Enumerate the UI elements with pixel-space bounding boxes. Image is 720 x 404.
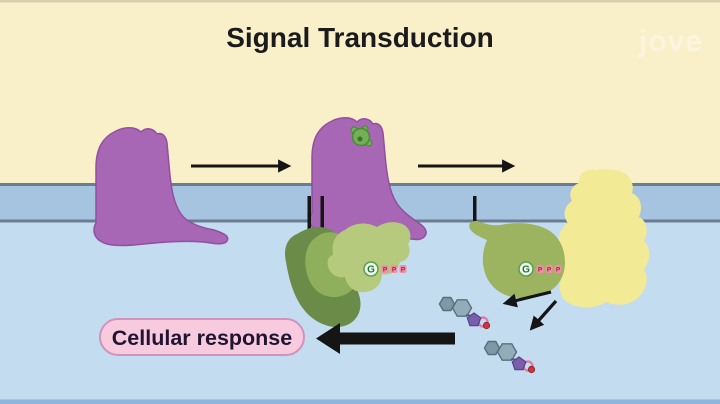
jove-logo: jove (638, 25, 703, 58)
cellular-response-label: Cellular response (112, 326, 292, 350)
frame-top-edge (0, 0, 720, 3)
receptor-inactive (93, 127, 229, 247)
signal-arrow-left (502, 290, 552, 308)
page-title: Signal Transduction (226, 22, 494, 53)
phosphate-chip-3 (399, 265, 407, 273)
g-alpha-activated (469, 220, 565, 299)
gtp-label-stage2: G P P P (363, 261, 407, 277)
phosphate-label-1: P (383, 267, 388, 274)
ligand-icon (350, 125, 373, 147)
phosphate-chip-1 (381, 265, 389, 273)
signal-arrow-down (529, 299, 558, 331)
cellular-response-pill (99, 318, 305, 356)
g-badge (363, 261, 379, 277)
membrane-anchor-line-3 (473, 196, 477, 228)
ligand-center-dot (357, 136, 363, 142)
membrane-anchor-line-2 (320, 196, 324, 233)
g-badge-label: G (367, 265, 375, 276)
g-protein-alpha-gtp (327, 222, 411, 293)
response-arrow (316, 323, 455, 354)
membrane-anchor-line-1 (307, 196, 311, 233)
phosphate-label-3: P (401, 267, 406, 274)
phosphate-chip-2 (390, 265, 398, 273)
phosphate-label-2: P (392, 267, 397, 274)
effector-protein (555, 169, 650, 308)
frame-bottom-edge (0, 399, 720, 404)
